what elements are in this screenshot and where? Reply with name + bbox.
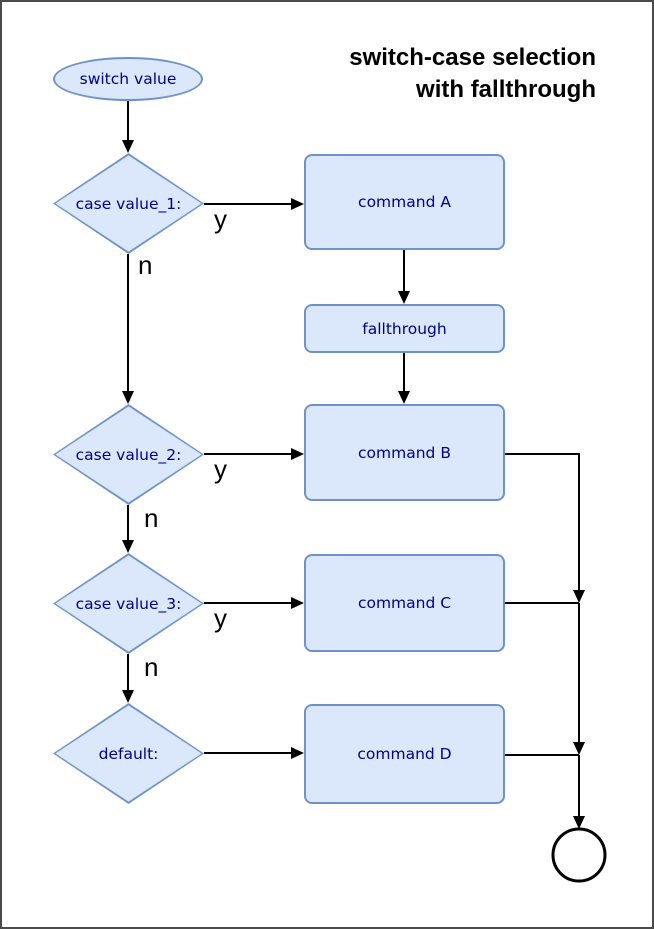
arrowhead-down-merge-c [573, 590, 585, 603]
diagram-title-line1: switch-case selection [349, 44, 596, 71]
start-terminal-node: switch value [53, 57, 203, 101]
process-fallthrough-label: fallthrough [362, 319, 447, 338]
decision-case-value-3-label: case value_3: [75, 594, 182, 613]
edge-label-yes-case3: y [214, 603, 227, 633]
decision-case-value-1-label: case value_1: [75, 194, 182, 213]
process-command-d-label: command D [357, 745, 452, 763]
edge-label-no-case1: n [138, 250, 153, 280]
arrowhead-right-command-a [291, 198, 304, 210]
arrowhead-down-case3 [122, 540, 134, 553]
process-command-b: command B [304, 404, 505, 501]
diagram-title: switch-case selection with fallthrough [349, 42, 596, 106]
process-command-c: command C [304, 554, 505, 652]
arrowhead-right-command-d [291, 747, 304, 759]
edge-label-no-case3: n [144, 652, 159, 682]
arrowhead-right-command-b [291, 448, 304, 460]
process-command-b-label: command B [358, 443, 451, 462]
end-terminal-circle [551, 827, 607, 883]
arrowhead-down-command-b [398, 391, 410, 404]
arrowhead-down-fallthrough [398, 291, 410, 304]
edge-label-yes-case1: y [214, 204, 227, 234]
arrowhead-down-case2 [122, 391, 134, 404]
edge-label-yes-case2: y [214, 454, 227, 484]
arrowhead-down-default [122, 690, 134, 703]
arrowhead-down-merge-d [573, 742, 585, 755]
decision-case-value-2-label: case value_2: [75, 445, 182, 464]
edge-label-no-case2: n [144, 503, 159, 533]
process-command-a: command A [304, 154, 505, 250]
process-command-d: command D [304, 704, 505, 804]
arrowhead-down-end [573, 816, 585, 829]
process-command-a-label: command A [358, 193, 451, 211]
process-command-c-label: command C [357, 594, 452, 612]
diagram-title-line2: with fallthrough [416, 76, 596, 103]
process-fallthrough: fallthrough [304, 304, 505, 353]
decision-default-label: default: [98, 744, 159, 763]
edge-command-b-to-merge [505, 453, 580, 590]
arrowhead-right-command-c [291, 597, 304, 609]
start-terminal-label: switch value [79, 70, 177, 88]
arrowhead-down-case1 [122, 140, 134, 153]
